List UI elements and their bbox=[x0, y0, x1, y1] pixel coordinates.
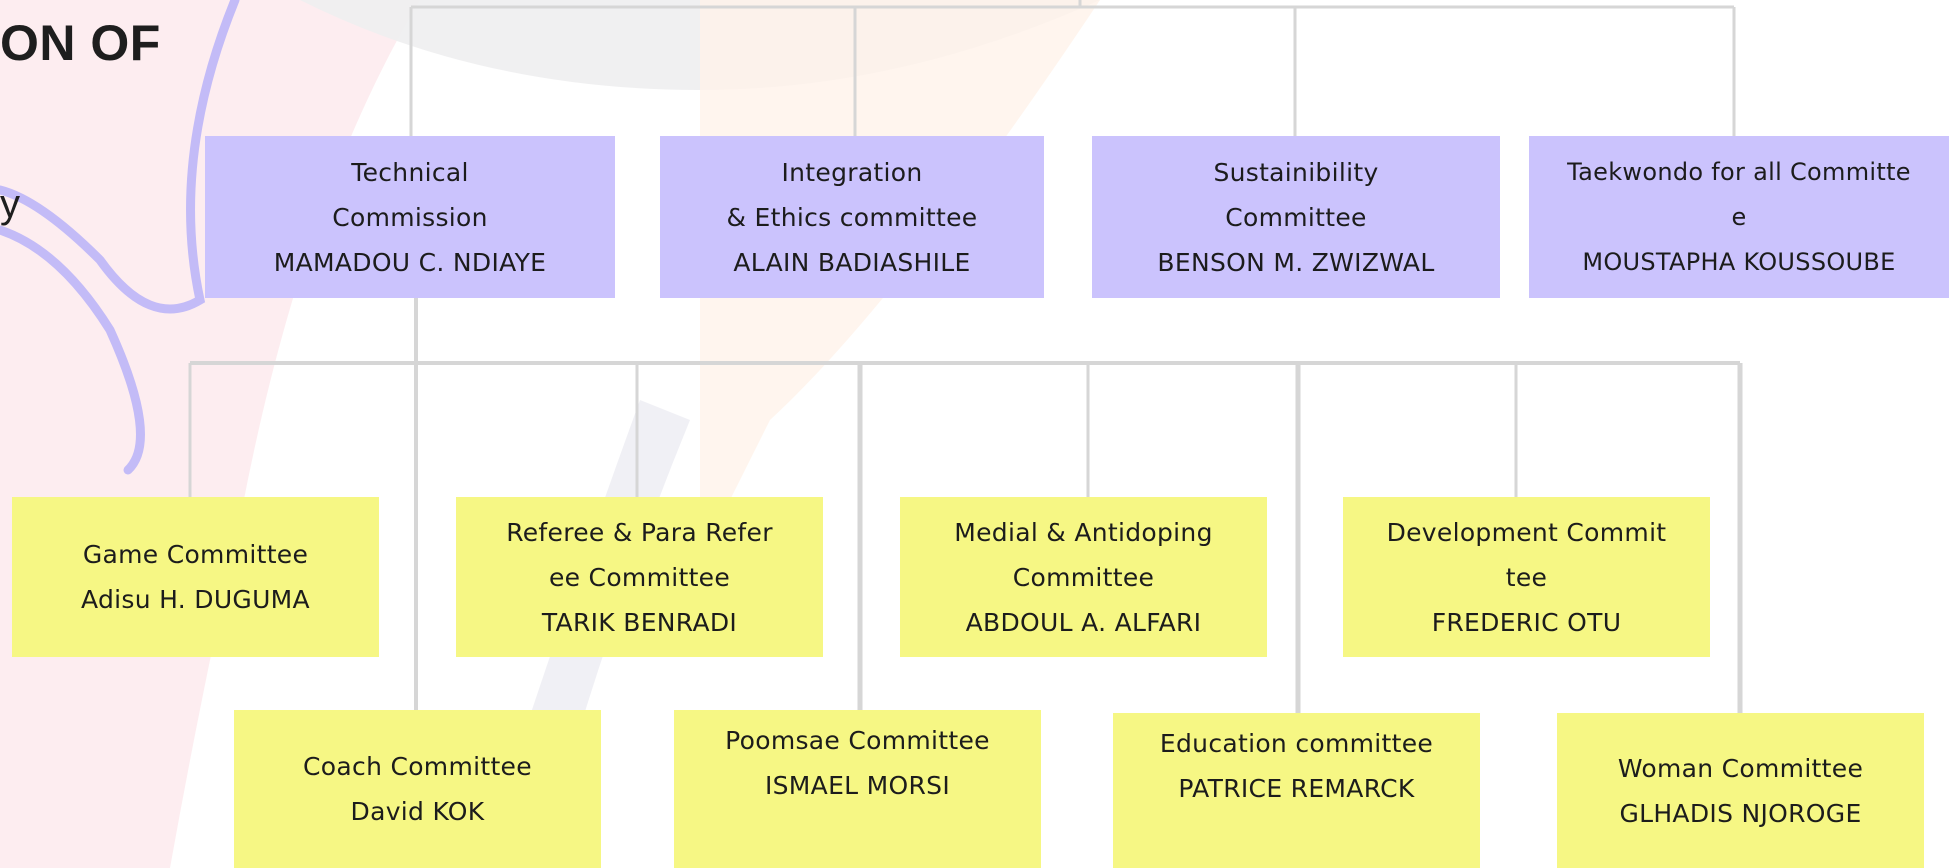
committee-box-woman: Woman Committee GLHADIS NJOROGE bbox=[1557, 713, 1924, 868]
committee-head: TARIK BENRADI bbox=[541, 607, 738, 637]
committee-head: ISMAEL MORSI bbox=[764, 771, 951, 800]
commission-box-integration-ethics: Integration & Ethics committee ALAIN BAD… bbox=[660, 136, 1044, 298]
commission-head: BENSON M. ZWIZWAL bbox=[1157, 247, 1435, 277]
commission-name-line: Taekwondo for all Committe bbox=[1567, 157, 1911, 186]
committee-box-development: Development Commit tee FREDERIC OTU bbox=[1343, 497, 1710, 657]
commission-name-line: Sustainibility bbox=[1213, 157, 1379, 187]
side-text-fragment: y bbox=[0, 182, 20, 226]
commission-box-technical: Technical Commission MAMADOU C. NDIAYE bbox=[205, 136, 615, 298]
commission-name-line: Technical bbox=[351, 157, 469, 187]
committee-name-line: ee Committee bbox=[548, 562, 731, 592]
page-title-fragment: ON OF bbox=[0, 15, 161, 71]
committee-name-line: Poomsae Committee bbox=[725, 726, 990, 755]
committee-head: GLHADIS NJOROGE bbox=[1619, 798, 1862, 828]
commission-head: ALAIN BADIASHILE bbox=[733, 247, 971, 277]
committee-box-education: Education committee PATRICE REMARCK bbox=[1113, 713, 1480, 868]
committee-box-medical-antidoping: Medial & Antidoping Committee ABDOUL A. … bbox=[900, 497, 1267, 657]
bg-accent-curve bbox=[0, 0, 240, 475]
committee-box-poomsae: Poomsae Committee ISMAEL MORSI bbox=[674, 710, 1041, 868]
commission-box-taekwondo-for-all: Taekwondo for all Committe e MOUSTAPHA K… bbox=[1529, 136, 1949, 298]
committee-name-line: Game Committee bbox=[82, 540, 309, 569]
committee-name-line: Medial & Antidoping bbox=[954, 517, 1213, 547]
commission-name-line: & Ethics committee bbox=[726, 202, 978, 232]
committee-head: ABDOUL A. ALFARI bbox=[965, 607, 1202, 637]
commission-name-line: Commission bbox=[332, 202, 488, 232]
commission-head: MAMADOU C. NDIAYE bbox=[273, 247, 547, 277]
committee-head: Adisu H. DUGUMA bbox=[81, 585, 310, 614]
committee-name-line: Referee & Para Refer bbox=[506, 517, 773, 547]
committee-box-game: Game Committee Adisu H. DUGUMA bbox=[12, 497, 379, 657]
commission-head: MOUSTAPHA KOUSSOUBE bbox=[1582, 247, 1896, 276]
committee-box-referee: Referee & Para Refer ee Committee TARIK … bbox=[456, 497, 823, 657]
commission-name-line: e bbox=[1731, 202, 1747, 231]
committee-head: PATRICE REMARCK bbox=[1178, 774, 1415, 803]
committee-name-line: tee bbox=[1505, 562, 1548, 592]
committee-name-line: Coach Committee bbox=[303, 752, 532, 781]
committee-name-line: Committee bbox=[1012, 562, 1155, 592]
commission-name-line: Committee bbox=[1225, 202, 1367, 232]
committee-name-line: Woman Committee bbox=[1617, 753, 1864, 783]
committee-head: FREDERIC OTU bbox=[1431, 607, 1622, 637]
commission-box-sustainability: Sustainibility Committee BENSON M. ZWIZW… bbox=[1092, 136, 1500, 298]
committee-name-line: Development Commit bbox=[1386, 517, 1667, 547]
commission-name-line: Integration bbox=[781, 157, 923, 187]
committee-head: David KOK bbox=[350, 797, 485, 826]
committee-name-line: Education committee bbox=[1159, 729, 1434, 758]
committee-box-coach: Coach Committee David KOK bbox=[234, 710, 601, 868]
